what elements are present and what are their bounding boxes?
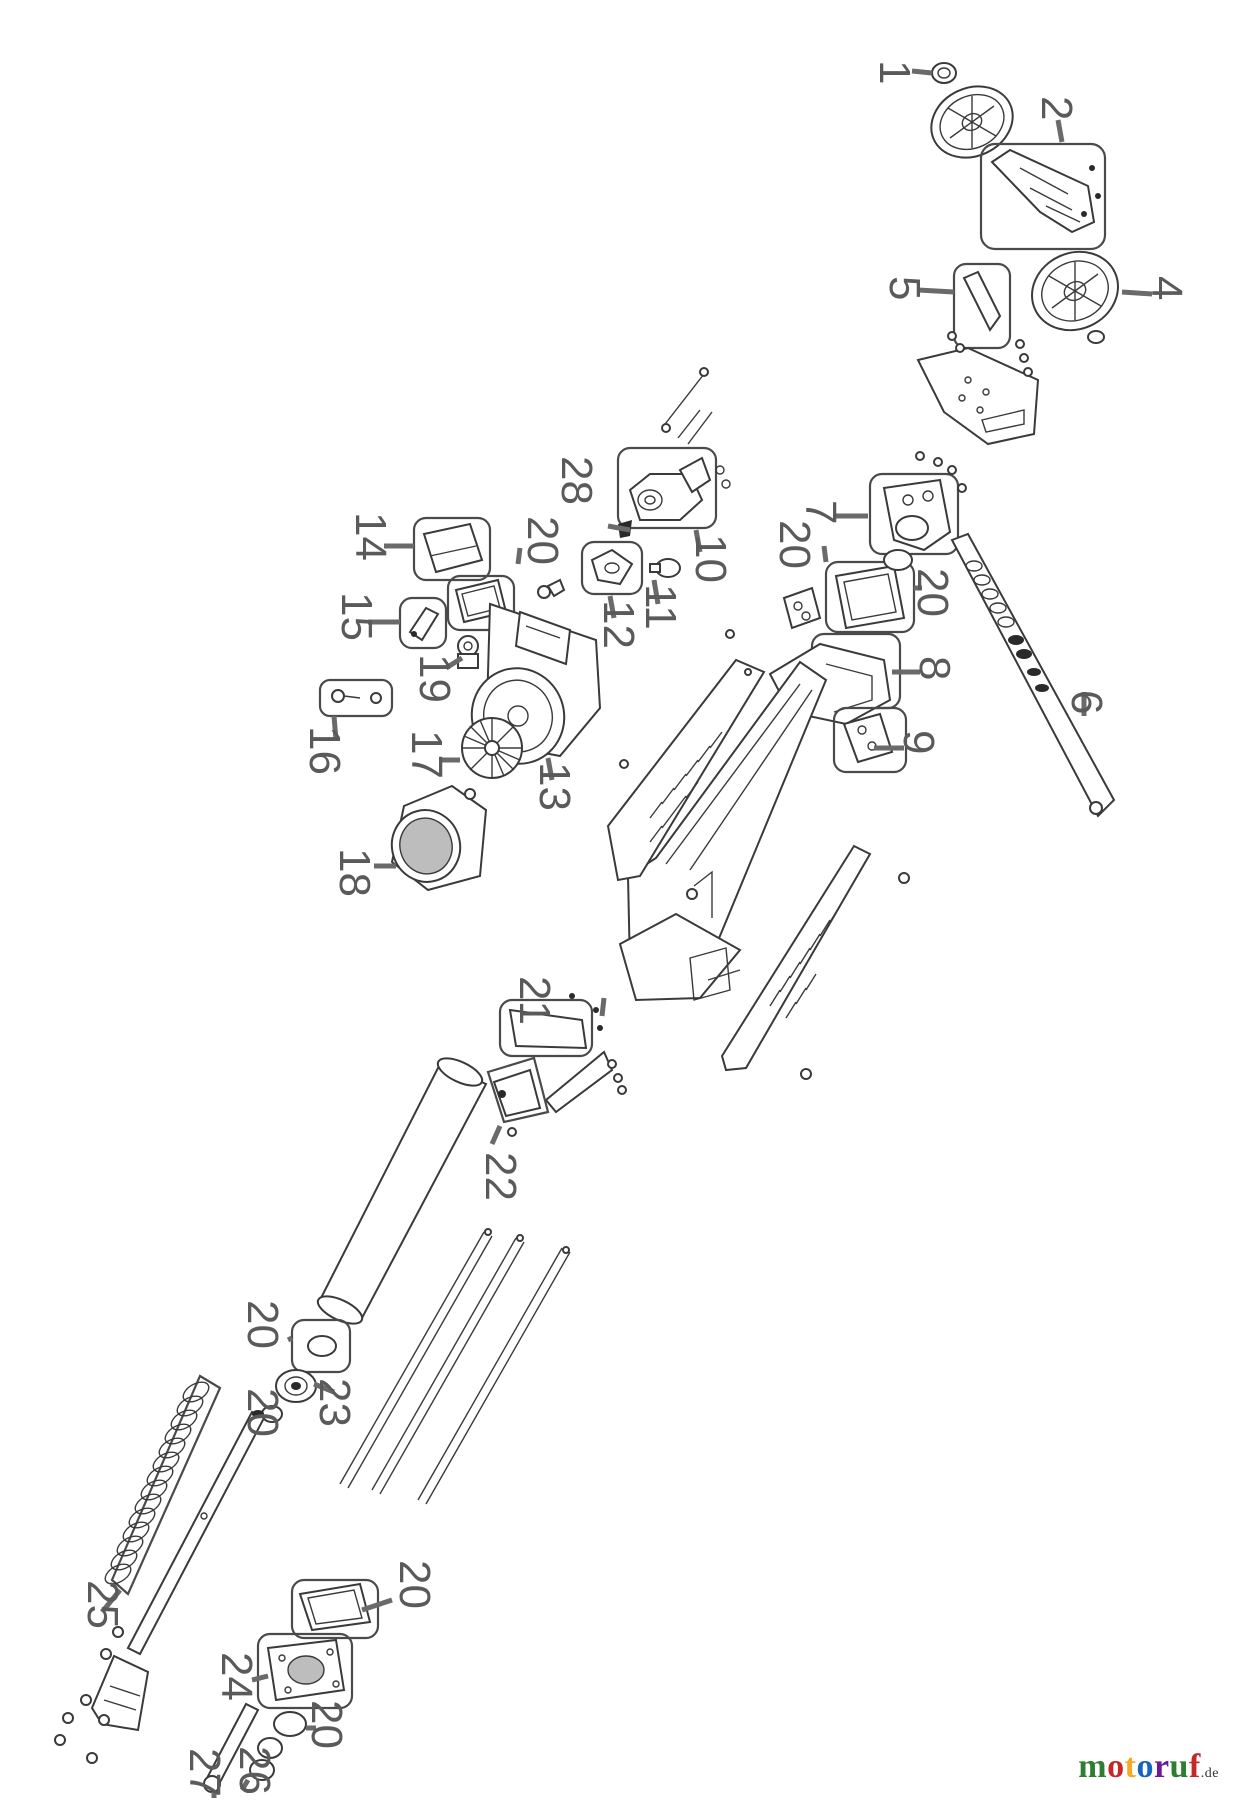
callout-21: 21 [510, 976, 559, 1025]
part-side-guard-right [720, 844, 910, 1080]
part-13-motor [470, 578, 602, 765]
callout-28: 28 [552, 456, 601, 505]
callout-18: 18 [330, 848, 379, 897]
callout-16: 16 [300, 726, 349, 775]
callout-20-bottom: 20 [302, 1700, 351, 1749]
part-25-ring-set [104, 1374, 222, 1596]
part-16-screw-set [318, 678, 394, 718]
callout-20-valve-right: 20 [908, 568, 957, 617]
part-6-valve-spool [950, 532, 1116, 818]
callout-2: 2 [1032, 96, 1081, 120]
part-4-wheel [1031, 250, 1119, 344]
watermark-letter: r [1153, 1748, 1170, 1785]
callout-19: 19 [410, 654, 459, 703]
callout-10: 10 [686, 534, 735, 583]
callout-23: 23 [310, 1378, 359, 1427]
part-22-clevis [486, 1056, 550, 1137]
watermark-suffix: .de [1200, 1766, 1219, 1781]
part-tie-rods [339, 1228, 571, 1505]
part-side-guard-left [606, 629, 766, 882]
part-5-axle-bracket [916, 262, 1040, 446]
part-15-capacitor [398, 596, 448, 650]
callout-20-seal: 20 [238, 1388, 287, 1437]
part-20-seal-cylinder [290, 1318, 352, 1374]
watermark-letter: f [1188, 1748, 1201, 1785]
watermark-letter: o [1136, 1748, 1154, 1785]
part-piston-rod [126, 1410, 266, 1656]
part-21-bracket [498, 993, 627, 1114]
callout-1: 1 [870, 60, 919, 84]
callout-24: 24 [212, 1652, 261, 1701]
part-cylinder-tube [316, 1057, 488, 1325]
callout-17: 17 [402, 730, 451, 779]
part-19-switch [457, 635, 479, 669]
callout-labels: 1 2 4 5 6 7 8 9 10 11 12 13 14 15 16 17 … [78, 60, 1191, 1797]
part-7-valve-block [868, 451, 967, 556]
callout-9: 9 [894, 730, 943, 754]
part-18-fan-cover [390, 784, 488, 892]
part-12-flange [580, 540, 644, 596]
part-14-terminal-cover [412, 516, 492, 582]
callout-12: 12 [594, 600, 643, 649]
callout-22: 22 [476, 1152, 525, 1201]
watermark-letter: o [1107, 1748, 1125, 1785]
callout-20-valve-left: 20 [770, 520, 819, 569]
part-23-cylinder-head [275, 1369, 317, 1403]
callout-8: 8 [910, 656, 959, 680]
part-17-fan [461, 717, 523, 779]
callout-20-cylinder: 20 [238, 1300, 287, 1349]
part-splitting-wedge [54, 1626, 150, 1764]
callout-15: 15 [332, 592, 381, 641]
callout-7: 7 [796, 500, 845, 524]
callout-27: 27 [180, 1748, 229, 1797]
part-10-pump [616, 367, 731, 530]
callout-11: 11 [636, 584, 685, 630]
leader-lines [100, 68, 1153, 1798]
part-frame-body [618, 660, 828, 1002]
callout-13: 13 [530, 762, 579, 811]
callout-20-gasket-lower: 20 [390, 1560, 439, 1609]
callout-4: 4 [1142, 276, 1191, 300]
callout-25: 25 [78, 1580, 127, 1629]
watermark-logo: motoruf.de [1078, 1748, 1219, 1786]
part-1-circlip [931, 62, 957, 84]
watermark-letter: m [1078, 1748, 1108, 1785]
part-20-gasket-lower [290, 1578, 380, 1640]
part-2-wheel-bracket [979, 142, 1107, 251]
callout-20-motor: 20 [518, 516, 567, 565]
part-wheel-upper [930, 85, 1014, 159]
callout-5: 5 [880, 276, 929, 300]
callout-26: 26 [230, 1746, 279, 1795]
part-20-seal-bottom [273, 1711, 307, 1737]
watermark-letter: t [1124, 1748, 1137, 1785]
part-24-end-plate [256, 1632, 354, 1710]
part-11-knob [649, 558, 681, 578]
callout-14: 14 [346, 512, 395, 561]
watermark-letter: u [1169, 1748, 1189, 1785]
part-26-bushing [249, 1737, 283, 1781]
part-20-gasket-valve [824, 549, 916, 634]
callout-6: 6 [1062, 690, 1111, 714]
part-small-plate [782, 586, 822, 630]
